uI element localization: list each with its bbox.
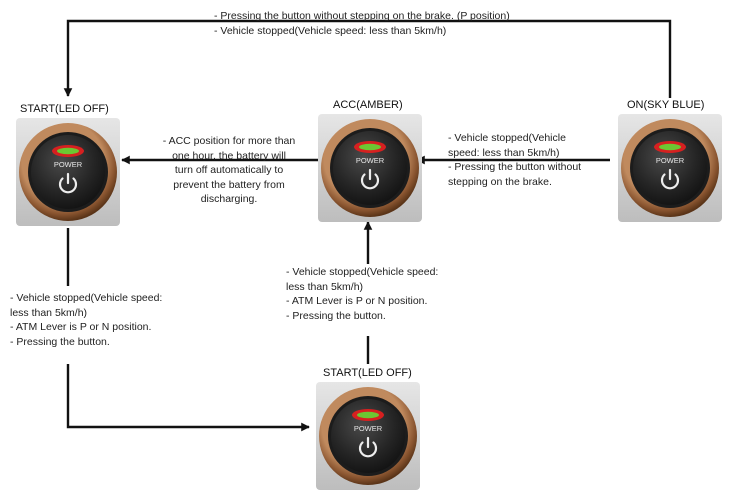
label-on-to-acc-line: - Pressing the button without <box>448 161 582 173</box>
label-acc-to-start: - ACC position for more than one hour, th… <box>150 134 308 207</box>
label-on-to-start-top-line: - Vehicle stopped(Vehicle speed: less th… <box>214 24 447 37</box>
label-start-to-start-bottom: - Vehicle stopped(Vehicle speed: less tha… <box>10 291 162 349</box>
power-icon <box>358 436 378 458</box>
button-face <box>333 131 407 205</box>
led-indicator <box>659 143 681 151</box>
led-indicator <box>357 411 379 419</box>
label-acc-to-start-line: discharging. <box>200 193 258 205</box>
label-start-bottom-to-acc-line: - Pressing the button. <box>286 309 386 322</box>
power-button-acc: POWER <box>318 114 422 222</box>
label-on-to-start-top: - Pressing the button without stepping o… <box>214 9 510 38</box>
label-on-to-acc: - Vehicle stopped(Vehicle speed: less tha… <box>448 131 581 189</box>
label-acc-to-start-line: turn off automatically to <box>174 164 284 176</box>
label-on-to-acc-line: - Vehicle stopped(Vehicle <box>448 132 566 144</box>
label-acc-to-start-line: one hour, the battery will <box>172 149 286 162</box>
button-face <box>633 131 707 205</box>
label-start-bottom-to-acc-line: - Vehicle stopped(Vehicle speed: <box>286 266 439 278</box>
power-icon <box>660 168 680 190</box>
label-start-to-start-bottom-line: - Pressing the button. <box>10 335 110 348</box>
power-label: POWER <box>54 160 83 169</box>
label-start-bottom-to-acc-line: - ATM Lever is P or N position. <box>286 295 428 307</box>
button-face <box>331 399 405 473</box>
state-title-acc: ACC(AMBER) <box>333 99 403 111</box>
label-acc-to-start-line: - ACC position for more than <box>162 135 296 147</box>
power-icon <box>360 168 380 190</box>
state-title-on: ON(SKY BLUE) <box>627 99 705 111</box>
power-button-start-top: POWER <box>16 118 120 226</box>
label-acc-to-start-line: prevent the battery from <box>173 178 285 191</box>
label-start-to-start-bottom-line: - Vehicle stopped(Vehicle speed: <box>10 292 163 304</box>
power-label: POWER <box>656 156 685 165</box>
state-title-start-bottom: START(LED OFF) <box>323 367 412 379</box>
state-title-start-top: START(LED OFF) <box>20 103 109 115</box>
label-start-bottom-to-acc-line: less than 5km/h) <box>286 280 364 293</box>
led-indicator <box>57 147 79 155</box>
label-on-to-start-top-line: - Pressing the button without stepping o… <box>214 10 510 22</box>
power-label: POWER <box>356 156 385 165</box>
power-button-on: POWER <box>618 114 722 222</box>
led-indicator <box>359 143 381 151</box>
label-start-to-start-bottom-line: less than 5km/h) <box>10 306 88 319</box>
label-on-to-acc-line: speed: less than 5km/h) <box>448 146 560 159</box>
power-label: POWER <box>354 424 383 433</box>
arrow-start-top-to-start-bottom <box>66 364 310 432</box>
button-face <box>31 135 105 209</box>
label-on-to-acc-line: stepping on the brake. <box>448 175 552 188</box>
power-icon <box>58 172 78 194</box>
arrow-on-to-start-top <box>63 19 672 98</box>
power-button-start-bottom: POWER <box>316 382 420 490</box>
label-start-bottom-to-acc: - Vehicle stopped(Vehicle speed: less tha… <box>286 265 438 323</box>
label-start-to-start-bottom-line: - ATM Lever is P or N position. <box>10 321 152 333</box>
